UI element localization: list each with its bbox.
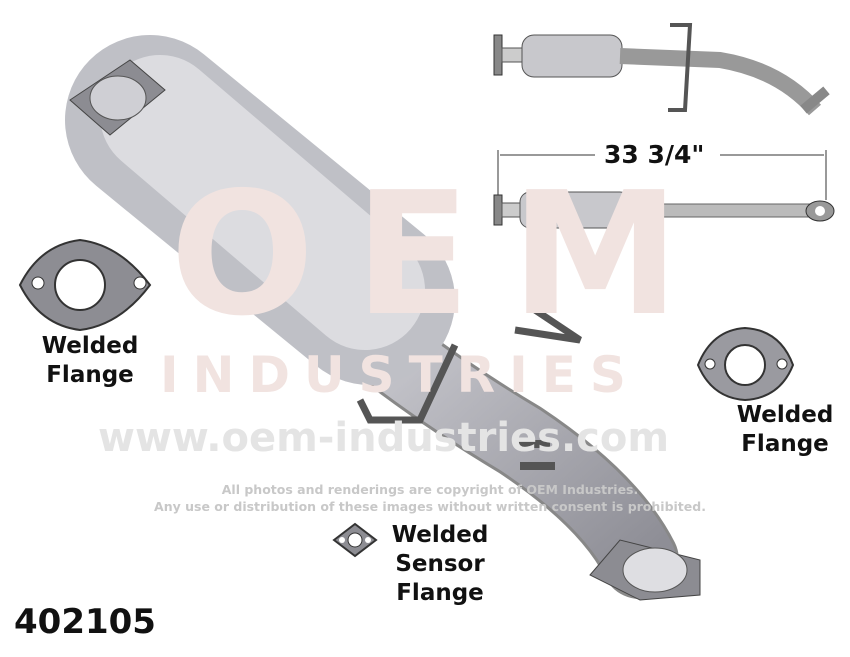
label-line: Flange xyxy=(46,362,134,388)
sensor-flange-label: Welded Sensor Flange xyxy=(380,521,500,608)
main-converter xyxy=(65,35,701,601)
part-number: 402105 xyxy=(14,602,156,642)
top-view-thumbnail xyxy=(493,23,830,116)
right-flange-label: Welded Flange xyxy=(730,401,840,459)
watermark-logo: OEM xyxy=(170,156,720,354)
copyright-line-1: All photos and renderings are copyright … xyxy=(221,482,639,497)
watermark-company: INDUSTRIES xyxy=(160,346,640,404)
left-flange-icon xyxy=(18,238,152,332)
left-flange-label: Welded Flange xyxy=(30,332,150,390)
sensor-flange-icon xyxy=(332,522,378,558)
overall-length: 33 3/4" xyxy=(600,140,709,170)
label-line: Flange xyxy=(741,431,829,457)
side-view-thumbnail xyxy=(493,150,835,229)
right-flange-icon xyxy=(696,326,795,402)
copyright-line-2: Any use or distribution of these images … xyxy=(154,499,706,514)
label-line: Flange xyxy=(396,580,484,606)
watermark-url: www.oem-industries.com xyxy=(98,415,670,461)
label-line: Welded xyxy=(41,333,139,359)
label-line: Sensor xyxy=(395,551,485,577)
label-line: Welded xyxy=(391,522,489,548)
label-line: Welded xyxy=(736,402,834,428)
